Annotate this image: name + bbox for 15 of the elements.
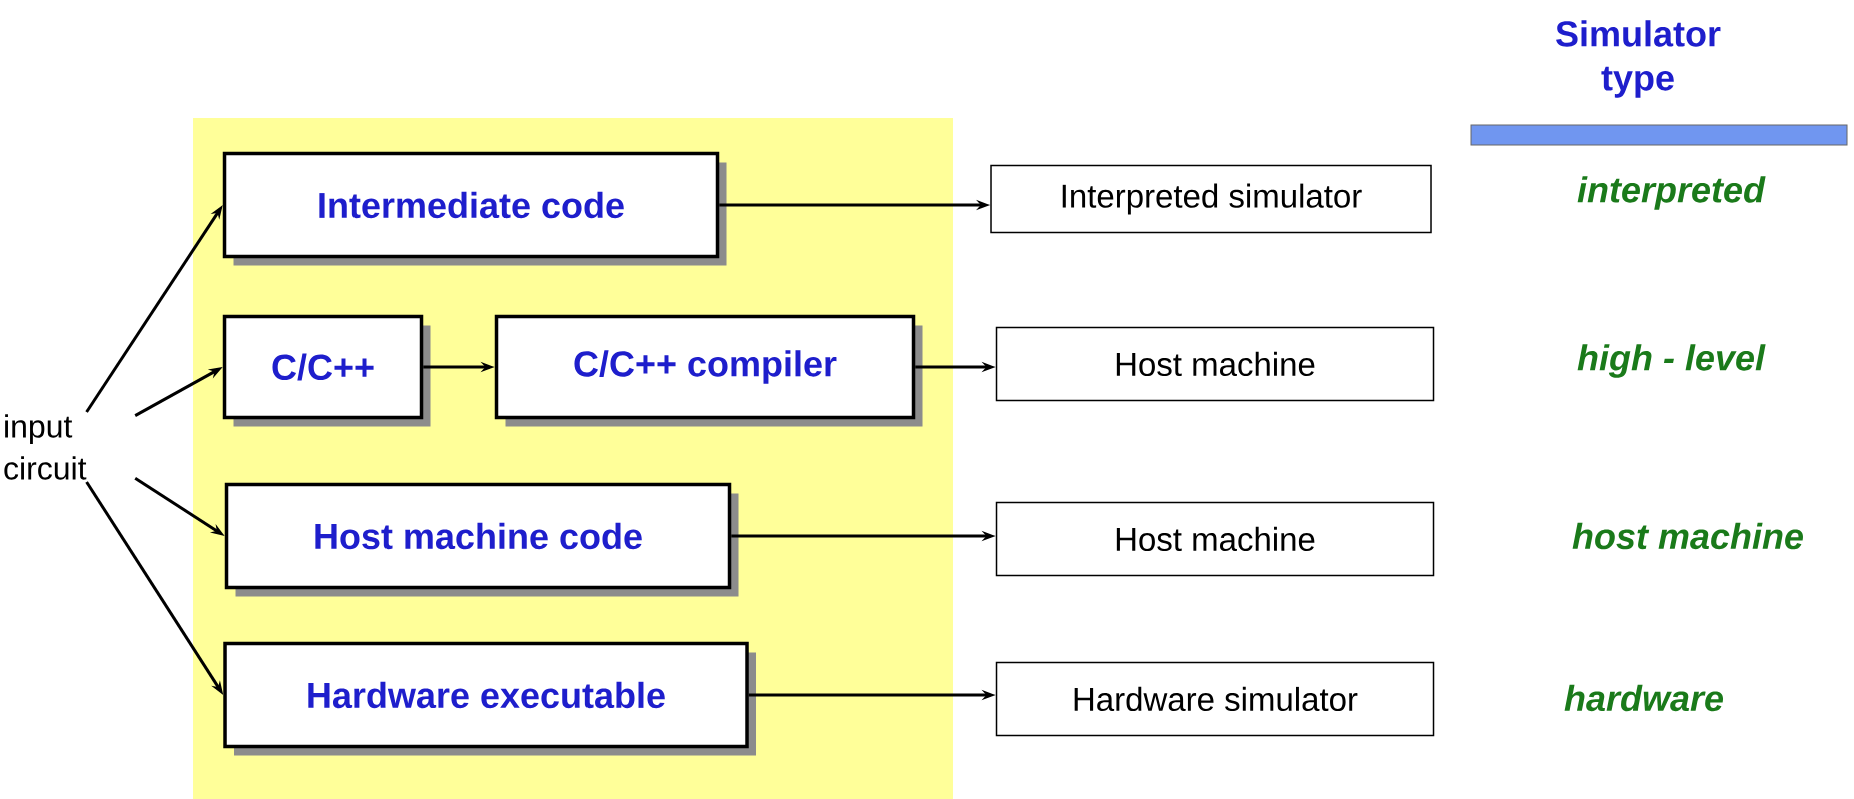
type-label: hardware <box>1564 684 1724 712</box>
result-box: Host machine <box>995 501 1435 577</box>
input-label: input circuit <box>4 414 87 480</box>
result-box: Host machine <box>995 326 1435 402</box>
type-label: host machine <box>1572 522 1803 550</box>
result-box: Interpreted simulator <box>990 164 1432 234</box>
type-label: interpreted <box>1577 176 1766 210</box>
process-box: Intermediate code <box>222 151 727 266</box>
column-heading: Simulator type <box>1470 20 1848 146</box>
process-box: C/C++ compiler <box>494 314 923 427</box>
process-box: Hardware executable <box>223 641 756 756</box>
process-box: Host machine code <box>224 482 739 597</box>
process-box: C/C++ <box>222 314 431 427</box>
result-box: Hardware simulator <box>995 661 1435 737</box>
type-label: high - level <box>1577 344 1766 378</box>
